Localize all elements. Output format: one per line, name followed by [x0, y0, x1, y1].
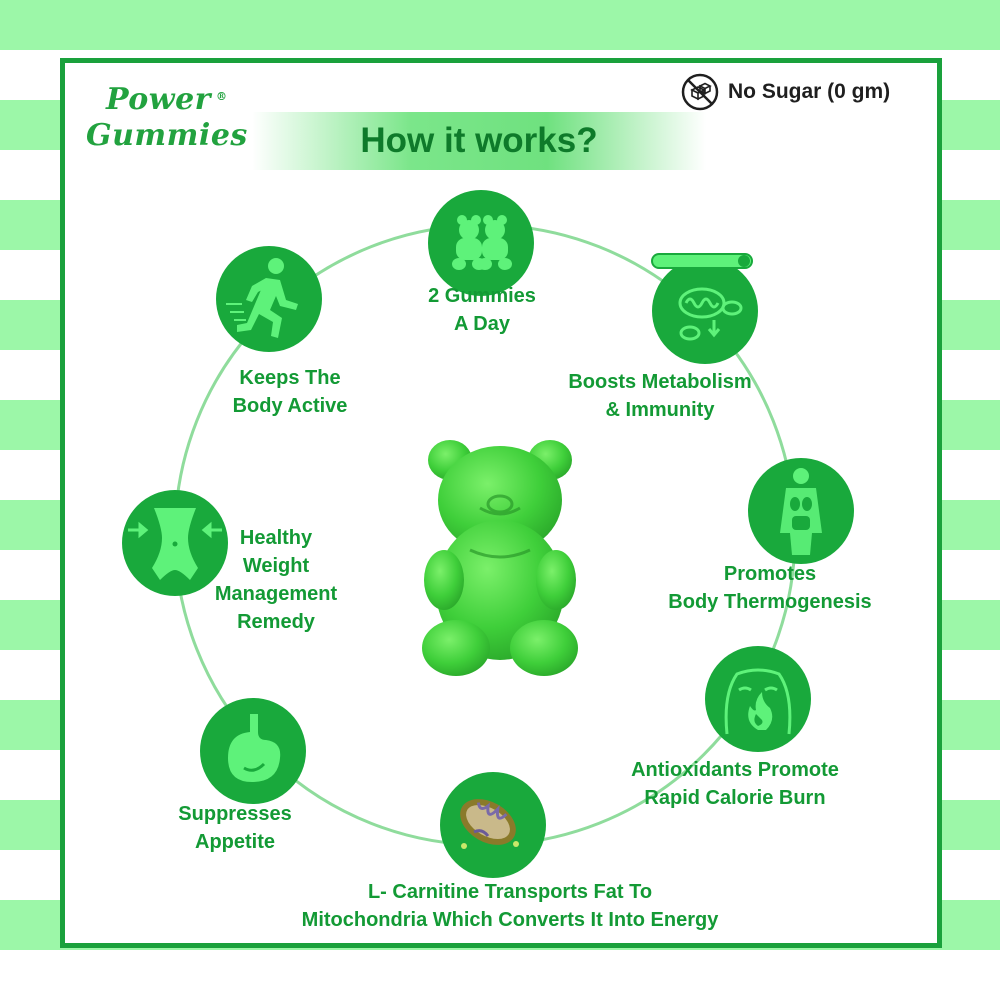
step-label-weight: Healthy Weight Management Remedy — [214, 527, 338, 633]
mitochondria-icon — [460, 799, 519, 849]
step-label-active: Keeps The Body Active — [232, 367, 348, 417]
step-label-metabolism: Boosts Metabolism & Immunity — [568, 371, 752, 421]
step-node-appetite — [200, 698, 306, 804]
green-gummy-bear-icon — [422, 440, 578, 676]
title-banner: How it works? — [252, 112, 706, 170]
brand-line-1: Power — [106, 82, 211, 117]
step-node-metabolism — [652, 258, 758, 364]
page-title: How it works? — [360, 121, 598, 160]
step-node-mitochondria — [440, 772, 546, 878]
step-node-active — [216, 246, 322, 352]
step-node-thermogenesis — [748, 458, 854, 564]
step-label-appetite: Suppresses Appetite — [178, 803, 292, 853]
metabolism-cells-icon — [678, 287, 743, 341]
running-person-icon — [226, 258, 298, 338]
no-sugar-text: No Sugar (0 gm) — [728, 80, 891, 103]
step-label-gummies: 2 Gummies A Day — [428, 285, 536, 335]
brand-logo: Power ® Gummies — [84, 82, 247, 172]
step-node-calorie-burn — [705, 646, 811, 752]
stomach-icon — [228, 714, 281, 782]
slim-waist-icon — [128, 508, 222, 580]
registered-mark: ® — [216, 90, 227, 103]
step-node-gummies — [428, 190, 534, 296]
membrane-tube-icon — [651, 253, 753, 269]
no-sugar-badge: No Sugar (0 gm) — [680, 72, 890, 112]
torso-flame-icon — [724, 668, 792, 735]
body-organs-icon — [780, 468, 822, 555]
step-label-mitochondria: L- Carnitine Transports Fat To Mitochond… — [301, 881, 719, 931]
step-label-thermogenesis: Promotes Body Thermogenesis — [668, 563, 872, 613]
step-node-weight — [122, 490, 228, 596]
no-sugar-cube-icon — [681, 73, 719, 111]
gummy-bears-icon — [452, 215, 512, 270]
step-label-calorie-burn: Antioxidants Promote Rapid Calorie Burn — [631, 759, 839, 809]
brand-line-2: Gummies — [86, 118, 248, 153]
